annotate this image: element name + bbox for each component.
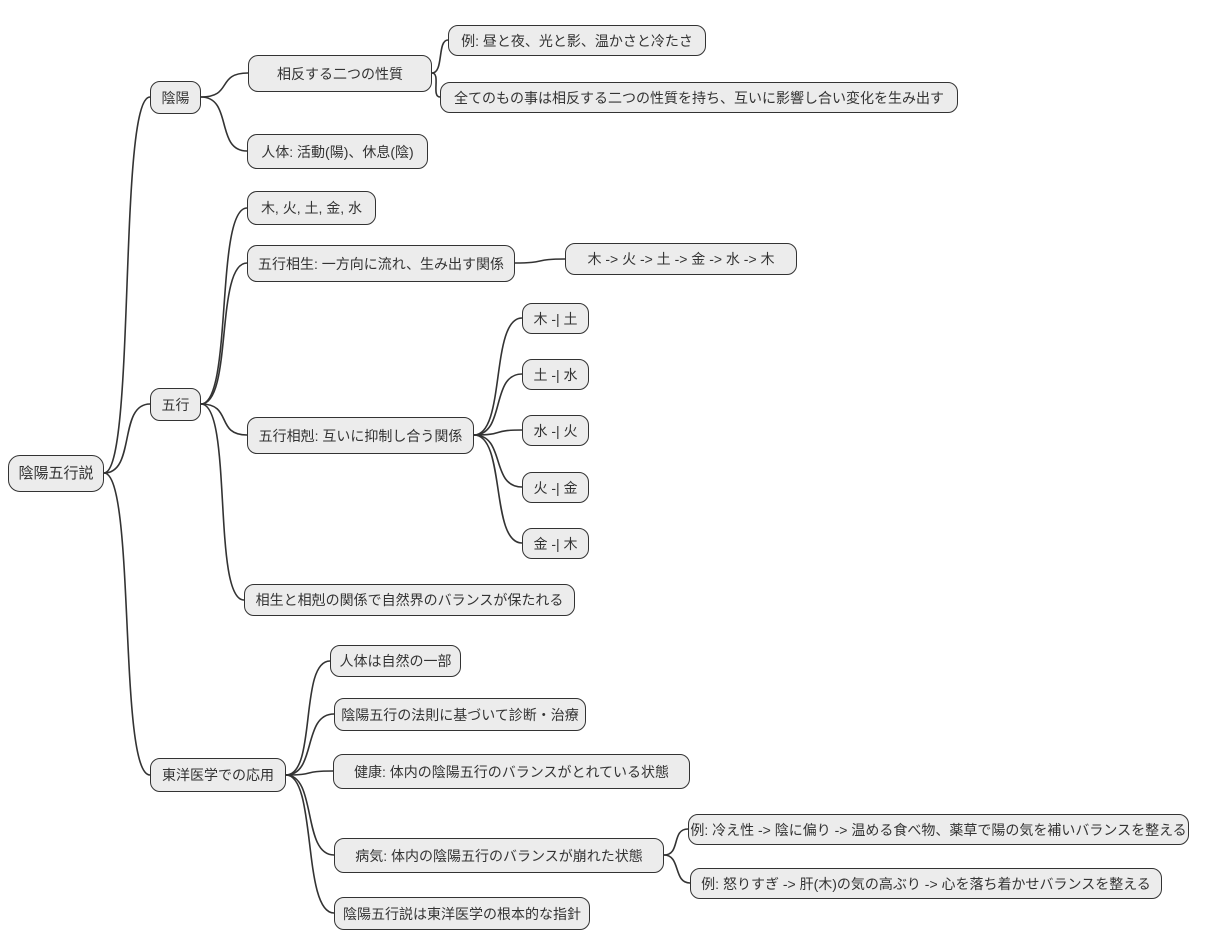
node-generating-cycle: 五行相生: 一方向に流れ、生み出す関係	[247, 245, 515, 282]
edge-soukoku-fire-metal	[473, 434, 523, 488]
edge-opposing-example	[431, 39, 449, 74]
node-yinyang: 陰陽	[150, 81, 201, 114]
node-health-state: 健康: 体内の陰陽五行のバランスがとれている状態	[333, 754, 690, 789]
node-five-elements: 五行	[150, 388, 201, 421]
edge-oriental-principle	[285, 774, 335, 914]
edge-opposing-allthings	[431, 72, 441, 98]
edge-root-oriental	[103, 472, 151, 776]
edge-soukoku-water-fire	[473, 429, 523, 436]
node-example-anger: 例: 怒りすぎ -> 肝(木)の気の高ぶり -> 心を落ち着かせバランスを整える	[690, 868, 1162, 899]
node-fire-overcomes-metal: 火 -| 金	[522, 472, 589, 503]
node-elements-list: 木, 火, 土, 金, 水	[247, 191, 376, 225]
node-diagnosis-treatment: 陰陽五行の法則に基づいて診断・治療	[334, 698, 586, 731]
node-fundamental-principle: 陰陽五行説は東洋医学の根本的な指針	[334, 897, 590, 930]
edge-oriental-health	[285, 770, 334, 776]
node-all-things-two-natures: 全てのもの事は相反する二つの性質を持ち、互いに影響し合い変化を生み出す	[440, 82, 958, 113]
node-water-overcomes-fire: 水 -| 火	[522, 415, 589, 446]
edge-five-sousei	[200, 262, 248, 405]
node-balance-of-nature: 相生と相剋の関係で自然界のバランスが保たれる	[244, 584, 575, 616]
edge-illness-example-anger	[663, 854, 691, 884]
node-illness-state: 病気: 体内の陰陽五行のバランスが崩れた状態	[334, 838, 664, 873]
edge-soukoku-metal-wood	[473, 434, 523, 544]
edge-oriental-diagnosis	[285, 713, 335, 776]
node-body-part-of-nature: 人体は自然の一部	[330, 645, 461, 677]
edge-soukoku-wood-earth	[473, 317, 523, 436]
node-metal-overcomes-wood: 金 -| 木	[522, 528, 589, 559]
node-oriental-medicine: 東洋医学での応用	[150, 758, 286, 792]
node-root: 陰陽五行説	[8, 455, 104, 492]
edge-illness-example-cold	[663, 828, 689, 856]
node-generating-sequence: 木 -> 火 -> 土 -> 金 -> 水 -> 木	[565, 243, 797, 275]
edge-yinyang-opposing	[200, 72, 249, 98]
node-earth-overcomes-water: 土 -| 水	[522, 359, 589, 390]
edge-sousei-sequence	[514, 258, 566, 264]
node-opposing-qualities: 相反する二つの性質	[248, 55, 432, 92]
node-example-day-night: 例: 昼と夜、光と影、温かさと冷たさ	[448, 25, 706, 56]
node-human-activity-rest: 人体: 活動(陽)、休息(陰)	[247, 134, 428, 169]
edge-soukoku-earth-water	[473, 373, 523, 436]
node-example-coldness: 例: 冷え性 -> 陰に偏り -> 温める食べ物、薬草で陽の気を補いバランスを整…	[688, 814, 1189, 845]
edge-root-yinyang	[103, 96, 151, 474]
edge-five-balance	[200, 403, 245, 601]
edge-five-soukoku	[200, 403, 248, 436]
edge-oriental-body	[285, 660, 331, 776]
edge-root-five-elements	[103, 403, 151, 474]
node-wood-overcomes-earth: 木 -| 土	[522, 303, 589, 334]
edge-oriental-illness	[285, 774, 335, 856]
edge-yinyang-human	[200, 96, 248, 152]
edge-five-list	[200, 207, 248, 405]
node-overcoming-cycle: 五行相剋: 互いに抑制し合う関係	[247, 417, 474, 454]
